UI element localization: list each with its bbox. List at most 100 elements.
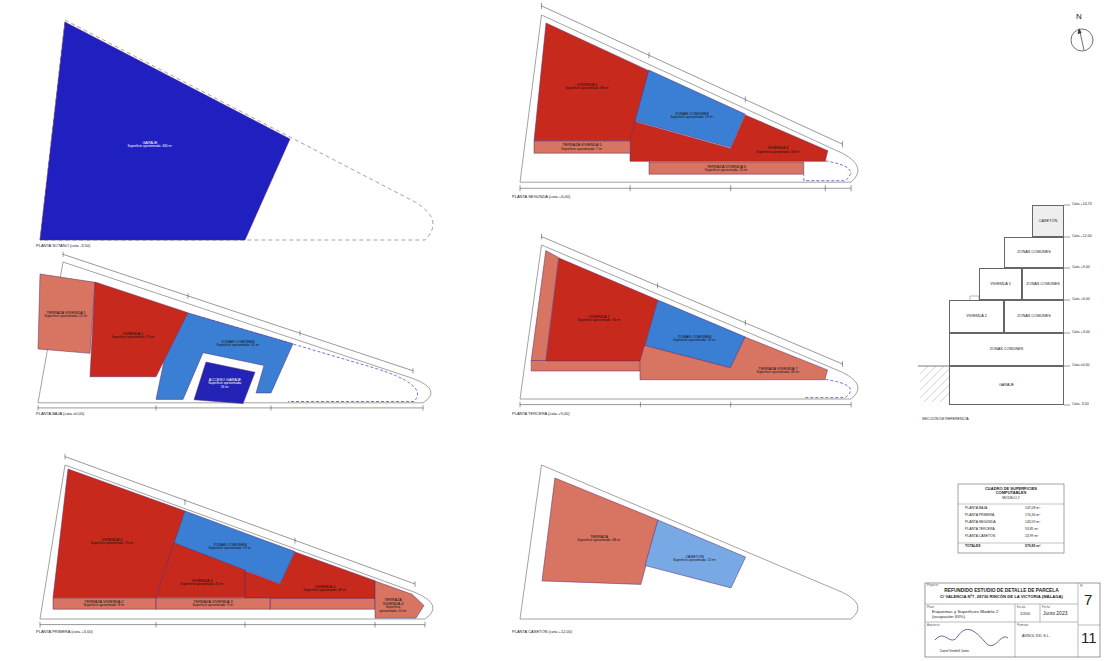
ground-floor-plan: [38, 252, 431, 411]
area-outline: [534, 23, 649, 141]
table-cell: 147,08 m²: [1025, 507, 1040, 511]
roof-plan: [520, 465, 858, 619]
roof-room-area: CASETÓNSuperficie aproximada: 25 m²: [645, 520, 746, 588]
area-size: Superficie aproximada: 68 m²: [566, 87, 609, 91]
section-cell: ZONAS COMUNES: [949, 333, 1064, 366]
area-outline: [645, 520, 746, 588]
project-title: REFUNDIDO ESTUDIO DE DETALLE DE PARCELA: [927, 588, 1076, 593]
terrace-area: TERRAZA VIVIENDA 6Superficie aproximada:…: [649, 162, 804, 174]
area-name: TERRAZA VIVIENDA 4: [378, 598, 408, 606]
terrace-area: TERRAZA VIVIENDA 4Superficie aproximada:…: [375, 581, 424, 618]
area-size: Superficie aproximada: 19 m²: [673, 339, 716, 343]
area-fill: [53, 598, 156, 609]
plan-title: PLANTA TERCERA (cota +9,00): [512, 412, 570, 416]
third-floor-plan: [520, 234, 858, 408]
section-title: SECCIÓN DE REFERENCIA: [922, 418, 969, 422]
title-block-caption: Fecha: [1042, 606, 1050, 609]
area-fill: [156, 313, 293, 399]
dwelling-area: VIVIENDA 5Superficie aproximada: 68 m²: [534, 23, 649, 141]
area-size: Superficie aproximada: 19 m²: [208, 547, 251, 551]
area-label-group: TERRAZA VIVIENDA 7Superficie aproximada:…: [756, 367, 799, 375]
area-fill: [40, 22, 290, 240]
plan-title: PLANTA PRIMERA (cota +3,00): [36, 630, 93, 634]
terrace-area: TERRAZA VIVIENDA 3Superficie aproximada:…: [156, 598, 270, 609]
scale-value: 1/200: [1020, 612, 1030, 616]
area-label-group: TERRAZA VIVIENDA 4Superficie aproximada:…: [378, 598, 408, 614]
area-size: Superficie aproximada: 48 m²: [578, 539, 621, 543]
area-label-group: GARAJESuperficie aproximada: 430 m²: [128, 141, 173, 149]
area-size: Superficie aproximada: 16 m²: [207, 382, 243, 389]
area-fill: [534, 23, 649, 141]
area-size: Superficie aproximada: 19 m²: [670, 116, 713, 120]
area-fill: [156, 543, 245, 598]
area-size: Superficie aproximada: 70 m²: [578, 319, 621, 323]
area-label-group: ZONAS COMUNESSuperficie aproximada: 19 m…: [670, 112, 713, 120]
area-label-group: VIVIENDA 2Superficie aproximada: 70 m²: [90, 538, 133, 546]
area-label-group: TERRAZA VIVIENDA 6Superficie aproximada:…: [705, 165, 748, 173]
section-cell: ZONAS COMUNES: [1004, 300, 1064, 333]
table-cell: 170,34 m²: [1025, 514, 1040, 518]
plan-title: PLANTA BAJA (cota ±0,00): [36, 412, 84, 416]
area-size: Superficie aproximada: 70 m²: [90, 542, 133, 546]
section-cell: VIVIENDA 2: [949, 300, 1004, 333]
area-fill: [245, 552, 375, 598]
area-fill: [546, 258, 658, 361]
garage-area: GARAJESuperficie aproximada: 430 m²: [40, 22, 290, 240]
section-label: ZONAS COMUNES: [1026, 282, 1060, 286]
table-cell: 93,85 m²: [1025, 528, 1038, 532]
area-label-group: VIVIENDA 6Superficie aproximada: 56 m²: [756, 146, 799, 154]
dwelling-area: VIVIENDA 3Superficie aproximada: 45 m²: [156, 543, 245, 598]
architect-name: Daniel Vendrell Jaime: [940, 650, 969, 653]
plan-title: PLANTA SOTANO (cota -3,50): [36, 244, 90, 248]
area-label-group: ACCESO GARAJESuperficie aproximada: 16 m…: [207, 378, 243, 389]
area-size: Superficie aproximada: 9 m²: [192, 604, 233, 608]
section-label: VIVIENDA 5: [990, 282, 1011, 286]
section-label: VIVIENDA 2: [966, 314, 987, 318]
area-fill: [156, 598, 270, 609]
table-cell: 24,99 m²: [1025, 535, 1038, 539]
dwelling-area: VIVIENDA 4Superficie aproximada: 48 m²: [245, 552, 375, 598]
area-size: Superficie aproximada: 430 m²: [128, 145, 173, 149]
area-label-group: VIVIENDA 4Superficie aproximada: 48 m²: [303, 585, 346, 593]
area-size: Superficie aproximada: 10 m²: [378, 606, 408, 613]
area-label-group: TERRAZA VIVIENDA 5Superficie aproximada:…: [561, 143, 602, 151]
area-outline: [156, 543, 245, 598]
area-size: Superficie aproximada: 25 m²: [673, 559, 716, 563]
table-cell: 143,59 m²: [1025, 521, 1040, 525]
title-block-caption: Proyecto: [927, 584, 938, 587]
drawing-title: Esquemas y Superficies Modelo 2 (ocupaci…: [932, 610, 1012, 620]
level-label: Cota +9,00: [1072, 266, 1090, 270]
area-fill: [542, 478, 658, 584]
area-size: Superficie aproximada: 20 m²: [705, 169, 748, 173]
area-fill: [375, 581, 424, 618]
plan-title: PLANTA SEGUNDA (cota +6,00): [512, 195, 570, 199]
level-label: Cota +6,00: [1072, 298, 1090, 302]
level-label: Cota ±0,00: [1072, 364, 1090, 368]
section-cell: ZONAS COMUNES: [1022, 268, 1064, 300]
section-label: ZONAS COMUNES: [1017, 314, 1051, 318]
table-cell: PLANTA CASETÓN: [965, 535, 995, 539]
title-block-caption: Arquitecto: [927, 624, 940, 627]
area-label-group: VIVIENDA 7Superficie aproximada: 70 m²: [578, 315, 621, 323]
section-label: CASETÓN: [1039, 219, 1057, 223]
area-size: Superficie aproximada: 56 m²: [756, 151, 799, 155]
section-label: ZONAS COMUNES: [990, 347, 1024, 351]
title-block: [925, 583, 1100, 657]
dwelling-area: VIVIENDA 6Superficie aproximada: 56 m²: [630, 115, 828, 161]
area-label-group: VIVIENDA 1Superficie aproximada: 73 m²: [111, 332, 154, 340]
table-cell: 579,85 m²: [1025, 545, 1040, 549]
area-label-group: ZONAS COMUNESSuperficie aproximada: 19 m…: [208, 543, 251, 551]
date-value: Junio 2023: [1043, 611, 1067, 617]
second-floor-plan: [520, 3, 858, 191]
area-outline: [546, 258, 658, 361]
area-fill: [640, 337, 827, 380]
level-label: Cota -3,50: [1072, 403, 1089, 407]
title-block-caption: Nº: [1080, 585, 1083, 588]
basement-plan: [40, 20, 433, 240]
area-label-group: VIVIENDA 5Superficie aproximada: 68 m²: [566, 83, 609, 91]
title-block-caption: Escala: [1017, 606, 1025, 609]
terrace-area: TERRAZA VIVIENDA 5Superficie aproximada:…: [534, 141, 630, 153]
section-cell: VIVIENDA 5: [979, 268, 1022, 300]
area-size: Superficie aproximada: 45 m²: [180, 583, 223, 587]
area-label-group: TERRAZA VIVIENDA 1Superficie aproximada:…: [44, 311, 88, 319]
